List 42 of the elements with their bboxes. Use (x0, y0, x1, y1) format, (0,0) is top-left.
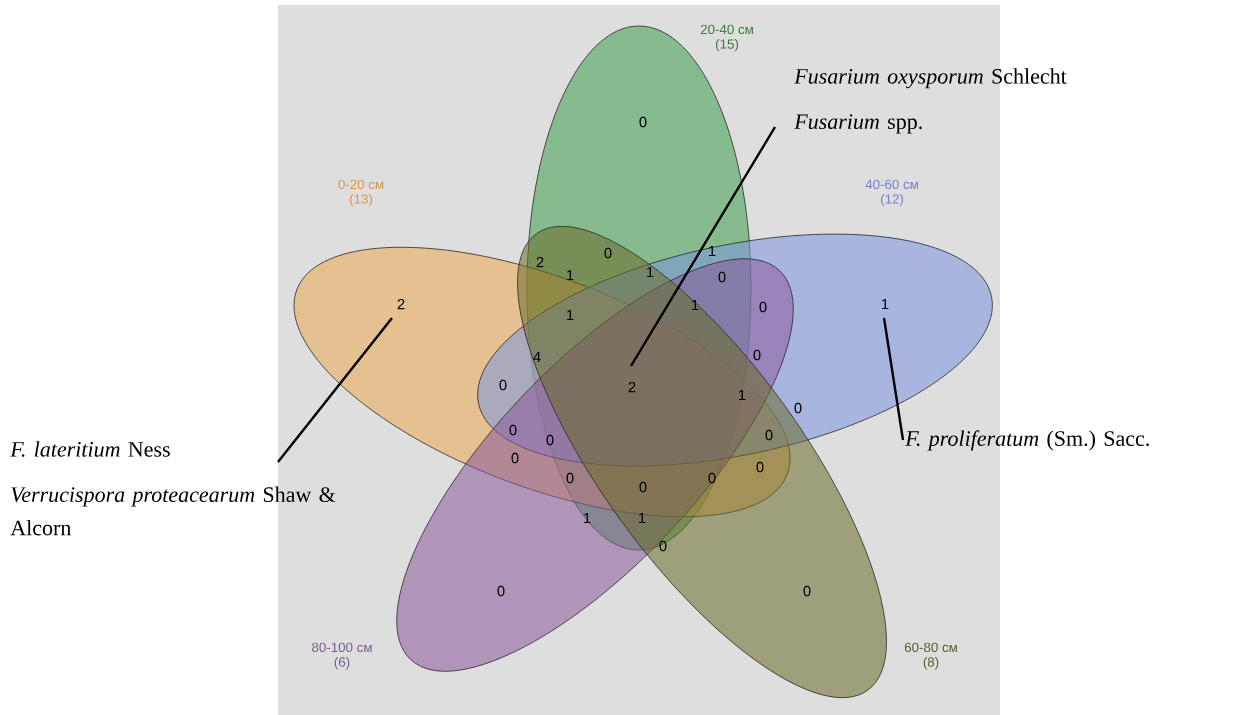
region-count: 1 (692, 299, 699, 311)
region-count: 0 (509, 424, 517, 436)
region-count: 1 (567, 269, 574, 281)
leader-line (277, 317, 393, 463)
region-count: 0 (566, 472, 574, 484)
region-count: 0 (499, 379, 507, 391)
region-count: 0 (765, 429, 773, 441)
region-count: 0 (497, 585, 505, 597)
callout-text: F. lateritium Ness Verrucispora proteacearum Shaw & Alcorn (10, 441, 336, 536)
region-count: 2 (397, 298, 405, 310)
region-count: 1 (584, 512, 591, 524)
region-count: 1 (639, 512, 646, 524)
set-label: 80-100 см (6) (312, 642, 372, 670)
leader-line (882, 317, 905, 441)
set-label: 60-80 см (8) (904, 642, 957, 670)
region-count: 0 (718, 271, 726, 283)
callout-text: Fusarium oxysporum Schlecht Fusarium spp. (794, 68, 1067, 134)
region-count: 1 (882, 298, 889, 310)
region-count: 1 (647, 266, 654, 278)
region-count: 0 (604, 247, 612, 259)
region-count: 0 (546, 434, 554, 446)
set-label: 20-40 см (15) (700, 24, 753, 52)
region-count: 0 (803, 585, 811, 597)
region-count: 2 (628, 381, 636, 393)
region-count: 0 (511, 452, 519, 464)
region-count: 1 (567, 309, 574, 321)
region-count: 0 (659, 540, 667, 552)
set-label: 40-60 см (12) (865, 179, 918, 207)
region-count: 0 (759, 301, 767, 313)
leader-line (630, 126, 777, 367)
region-count: 0 (639, 481, 647, 493)
region-count: 0 (794, 402, 802, 414)
region-count: 4 (533, 351, 541, 363)
callout-text: F. proliferatum (Sm.) Sacc. (905, 430, 1149, 451)
region-count: 1 (739, 389, 746, 401)
region-count: 2 (536, 256, 544, 268)
region-count: 0 (756, 461, 764, 473)
region-count: 0 (639, 116, 647, 128)
set-label: 0-20 см (13) (338, 179, 384, 207)
region-count: 0 (708, 472, 716, 484)
region-count: 0 (753, 349, 761, 361)
region-count: 1 (709, 245, 716, 257)
